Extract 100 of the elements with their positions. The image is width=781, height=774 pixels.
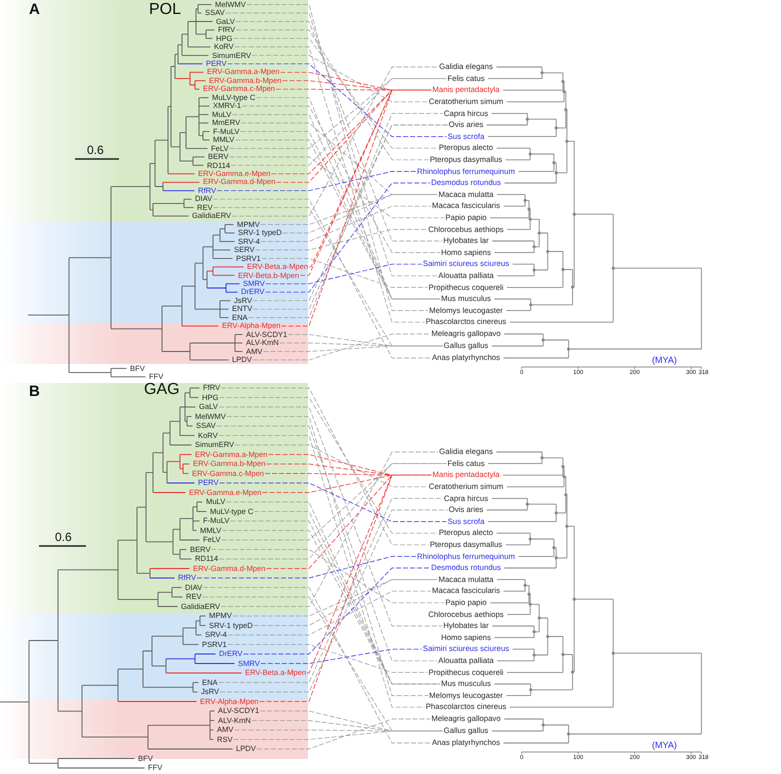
tree-branch: [158, 606, 178, 607]
tree-branch: [512, 648, 535, 650]
association-line: [259, 474, 432, 702]
tree-branch: [488, 463, 542, 464]
tree-branch: [162, 190, 195, 192]
tree-branch: [492, 240, 535, 242]
tree-branch: [494, 637, 535, 638]
tree-branch: [542, 334, 570, 346]
tree-branch: [180, 464, 184, 474]
tree-branch: [182, 644, 199, 645]
tree-branch: [148, 710, 210, 740]
association-line: [263, 346, 444, 352]
tree-branch: [503, 742, 570, 744]
tree-branch: [502, 90, 564, 91]
tree-branch: [502, 474, 564, 476]
tree-branch: [554, 504, 566, 522]
axis-unit-label: (MYA): [652, 741, 677, 750]
tree-branch: [202, 270, 208, 288]
association-line: [261, 258, 428, 288]
tree-branch: [509, 706, 614, 708]
association-line: [220, 388, 430, 546]
tree-branch: [491, 112, 528, 114]
association-line: [233, 730, 444, 740]
tree-branch: [234, 351, 243, 352]
tree-branch: [561, 72, 565, 91]
association-line: [196, 556, 416, 578]
tree-branch: [526, 112, 557, 126]
association-line: [265, 182, 430, 293]
association-line: [260, 648, 422, 664]
tree-branch: [503, 590, 526, 592]
scale-bar-value: 0.6: [55, 531, 72, 543]
tree-branch: [166, 654, 196, 664]
tree-branch: [58, 758, 135, 759]
association-line: [227, 590, 432, 636]
gene-name: GAG: [144, 382, 180, 398]
tree-branch: [234, 342, 243, 344]
association-line: [225, 12, 438, 276]
tree-branch: [0, 640, 30, 764]
tree-branch: [166, 672, 242, 674]
tree-branch: [206, 283, 226, 293]
tree-branch: [503, 206, 526, 207]
tree-branch: [505, 159, 531, 160]
tree-branch: [552, 538, 557, 557]
tree-branch: [488, 78, 542, 80]
tree-branch: [200, 625, 206, 626]
tree-branch: [152, 432, 164, 473]
association-line: [254, 511, 440, 684]
association-line: [233, 38, 438, 149]
tree-branch: [196, 21, 213, 22]
tree-branch: [226, 292, 238, 293]
tree-branch: [110, 376, 146, 378]
association-line: [218, 435, 426, 708]
tree-branch: [487, 136, 557, 138]
tree-branch: [496, 148, 531, 149]
tree-branch: [192, 502, 198, 512]
tree-branch: [152, 658, 166, 674]
tree-branch: [194, 246, 204, 280]
scale-bar-value: 0.6: [87, 144, 104, 156]
tree-branch: [554, 118, 566, 138]
tree-branch: [192, 682, 199, 683]
tree-branch: [496, 532, 531, 534]
tree-branch: [180, 156, 194, 166]
association-line: [218, 463, 447, 560]
association-line: [260, 206, 432, 242]
tree-branch: [172, 518, 180, 540]
tree-branch: [528, 208, 540, 230]
tree-branch: [212, 266, 244, 268]
tree-branch: [572, 140, 614, 288]
association-line: [216, 171, 416, 192]
tree-branch: [506, 486, 565, 488]
tree-branch: [186, 97, 200, 136]
association-line: [253, 579, 438, 626]
tree-branch: [198, 106, 210, 107]
tree-branch: [567, 340, 702, 358]
tree-branch: [700, 268, 702, 350]
tree-branch: [528, 200, 531, 218]
tree-branch: [210, 739, 214, 740]
tree-branch: [180, 392, 186, 422]
association-line: [232, 66, 438, 216]
tree-branch: [136, 568, 150, 578]
tree-branch: [224, 224, 234, 226]
tree-branch: [198, 114, 209, 116]
tree-branch: [206, 266, 214, 276]
tree-branch: [506, 695, 532, 696]
tree-branch: [180, 558, 192, 560]
tree-branch: [198, 122, 209, 124]
association-line: [227, 644, 428, 673]
association-line: [219, 482, 447, 522]
tree-branch: [528, 532, 554, 546]
tree-branch: [528, 594, 540, 615]
tree-branch: [184, 207, 194, 208]
tree-branch: [186, 148, 208, 149]
tree-branch: [518, 170, 554, 172]
tree-branch: [162, 182, 200, 183]
tree-branch: [212, 258, 233, 259]
association-line: [281, 90, 432, 326]
tree-branch: [188, 46, 211, 48]
association-line: [256, 718, 431, 750]
tree-branch: [82, 724, 148, 750]
tree-branch: [506, 614, 531, 615]
